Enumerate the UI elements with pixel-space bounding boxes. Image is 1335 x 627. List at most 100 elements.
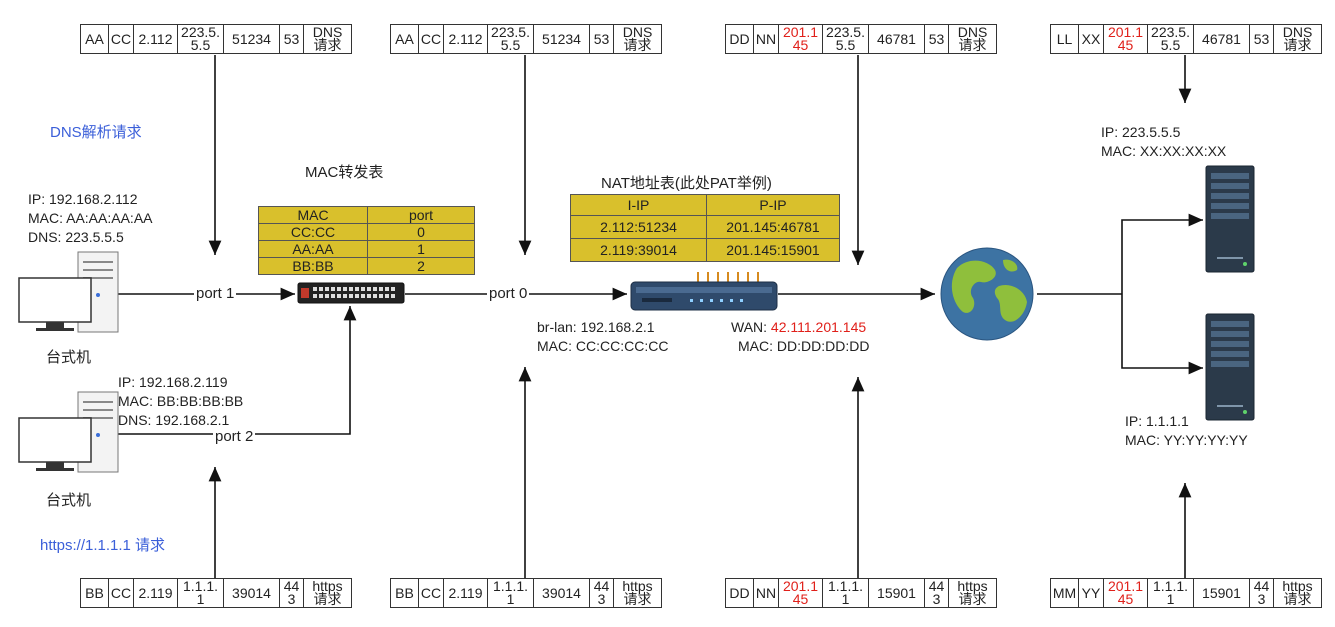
- protocol-cell: DNS 请求: [312, 25, 343, 53]
- header-inside-ip: I-IP: [570, 194, 707, 216]
- src-mac-cell: CC: [109, 579, 134, 607]
- server1-ip: IP: 223.5.5.5: [1101, 124, 1181, 140]
- dst-mac-cell: DD: [726, 579, 754, 607]
- router-wan-ip: 42.111.201.145: [770, 319, 867, 335]
- header-port: port: [367, 206, 475, 224]
- server2-info: IP: 1.1.1.1 MAC: YY:YY:YY:YY: [1125, 412, 1248, 450]
- dst-ip-cell: 223.5. 5.5: [488, 25, 534, 53]
- dst-mac-cell: LL: [1051, 25, 1079, 53]
- table-cell: 2.119:39014: [570, 238, 707, 262]
- dst-ip-cell: 1.1.1. 1: [823, 579, 869, 607]
- dst-mac-cell: AA: [391, 25, 419, 53]
- table-row: BB:BB 2: [258, 257, 475, 275]
- protocol-cell: https 请求: [622, 579, 653, 607]
- src-ip-cell: 201.1 45: [779, 579, 823, 607]
- dst-ip-cell: 1.1.1. 1: [178, 579, 224, 607]
- pc1-info: IP: 192.168.2.112 MAC: AA:AA:AA:AA DNS: …: [28, 190, 153, 247]
- internet-globe-icon: [940, 247, 1034, 341]
- pc2-mac: MAC: BB:BB:BB:BB: [118, 393, 244, 409]
- pc2-dns: DNS: 192.168.2.1: [118, 412, 230, 428]
- dst-ip-cell: 223.5. 5.5: [823, 25, 869, 53]
- router-icon: [630, 272, 778, 311]
- protocol-cell: https 请求: [1282, 579, 1313, 607]
- protocol-cell: DNS 请求: [622, 25, 653, 53]
- port-1-label: port 1: [194, 285, 237, 302]
- protocol-cell: https 请求: [312, 579, 343, 607]
- table-cell: 1: [367, 240, 475, 258]
- header-mac: MAC: [258, 206, 368, 224]
- src-ip-cell: 201.1 45: [1104, 25, 1148, 53]
- nat-table-title: NAT地址表(此处PAT举例): [601, 175, 772, 192]
- table-cell: 0: [367, 223, 475, 241]
- port-0-label: port 0: [487, 285, 530, 302]
- nat-address-table: I-IP P-IP 2.112:51234 201.145:46781 2.11…: [570, 194, 840, 262]
- src-mac-cell: NN: [754, 25, 779, 53]
- src-mac-cell: YY: [1079, 579, 1104, 607]
- link-internet-server1: [1121, 213, 1203, 294]
- dst-ip-cell: 1.1.1. 1: [1148, 579, 1194, 607]
- table-row: 2.112:51234 201.145:46781: [570, 215, 840, 239]
- table-row: AA:AA 1: [258, 240, 475, 258]
- src-port-cell: 39014: [224, 579, 280, 607]
- link-pc2-switch: [118, 306, 357, 435]
- desktop-computer-icon: [18, 391, 119, 473]
- table-row: 2.119:39014 201.145:15901: [570, 238, 840, 262]
- mac-forwarding-table: MAC port CC:CC 0 AA:AA 1 BB:BB 2: [258, 206, 475, 275]
- src-mac-cell: CC: [419, 25, 444, 53]
- header-public-ip: P-IP: [706, 194, 840, 216]
- protocol-cell: https 请求: [957, 579, 988, 607]
- src-port-cell: 39014: [534, 579, 590, 607]
- src-port-cell: 46781: [1194, 25, 1250, 53]
- src-port-cell: 15901: [869, 579, 925, 607]
- dns-request-title: DNS解析请求: [50, 124, 142, 141]
- src-ip-cell: 2.119: [134, 579, 178, 607]
- dst-port-cell: 53: [1250, 25, 1274, 53]
- src-port-cell: 46781: [869, 25, 925, 53]
- table-cell: BB:BB: [258, 257, 368, 275]
- dst-port-cell: 53: [925, 25, 949, 53]
- dst-ip-cell: 1.1.1. 1: [488, 579, 534, 607]
- table-header-row: I-IP P-IP: [570, 194, 840, 216]
- router-lan-ip: br-lan: 192.168.2.1: [537, 319, 655, 335]
- dst-ip-cell: 223.5. 5.5: [178, 25, 224, 53]
- link-internet-server2: [1121, 294, 1203, 375]
- table-header-row: MAC port: [258, 206, 475, 224]
- table-cell: 201.145:15901: [706, 238, 840, 262]
- table-cell: CC:CC: [258, 223, 368, 241]
- dst-mac-cell: BB: [81, 579, 109, 607]
- src-port-cell: 51234: [224, 25, 280, 53]
- protocol-cell: DNS 请求: [1282, 25, 1313, 53]
- src-ip-cell: 201.1 45: [1104, 579, 1148, 607]
- router-lan-info: br-lan: 192.168.2.1 MAC: CC:CC:CC:CC: [537, 318, 668, 356]
- dst-mac-cell: MM: [1051, 579, 1079, 607]
- table-row: CC:CC 0: [258, 223, 475, 241]
- server-icon: [1205, 313, 1255, 421]
- network-switch-icon: [297, 282, 405, 304]
- pc1-mac: MAC: AA:AA:AA:AA: [28, 210, 153, 226]
- pc2-ip: IP: 192.168.2.119: [118, 374, 228, 390]
- src-mac-cell: CC: [109, 25, 134, 53]
- router-wan-prefix: WAN:: [731, 319, 771, 335]
- pc1-ip: IP: 192.168.2.112: [28, 191, 138, 207]
- src-ip-cell: 2.119: [444, 579, 488, 607]
- server2-mac: MAC: YY:YY:YY:YY: [1125, 432, 1248, 448]
- dst-port-cell: 53: [280, 25, 304, 53]
- router-wan-info: WAN: 42.111.201.145 MAC: DD:DD:DD:DD: [731, 318, 869, 356]
- src-port-cell: 15901: [1194, 579, 1250, 607]
- src-ip-cell: 2.112: [444, 25, 488, 53]
- dst-mac-cell: DD: [726, 25, 754, 53]
- router-wan-mac: MAC: DD:DD:DD:DD: [738, 338, 870, 354]
- dst-ip-cell: 223.5. 5.5: [1148, 25, 1194, 53]
- src-ip-cell: 2.112: [134, 25, 178, 53]
- pc2-label: 台式机: [46, 492, 92, 509]
- router-lan-mac: MAC: CC:CC:CC:CC: [537, 338, 669, 354]
- pc1-label: 台式机: [46, 349, 92, 366]
- dst-port-cell: 44 3: [590, 579, 614, 607]
- pc1-dns: DNS: 223.5.5.5: [28, 229, 124, 245]
